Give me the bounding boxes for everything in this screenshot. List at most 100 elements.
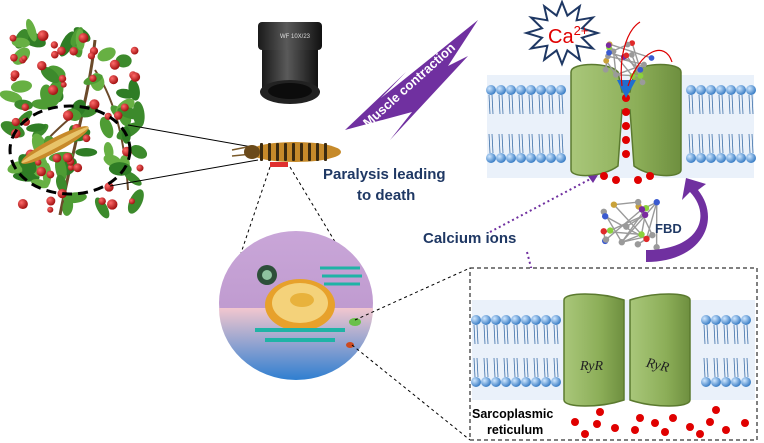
- lipid-tail: [506, 357, 509, 378]
- atom: [606, 49, 612, 56]
- lipid-head: [686, 153, 696, 163]
- calcium-ion: [622, 108, 630, 116]
- lipid-head: [536, 85, 546, 95]
- lipid-head: [481, 377, 491, 387]
- eyepiece-label: WF 10X/23: [280, 34, 311, 40]
- calcium-ion: [622, 136, 630, 144]
- lipid-head: [496, 85, 506, 95]
- lipid-head: [501, 377, 511, 387]
- lipid-tail: [728, 94, 731, 115]
- larva-icon: [231, 142, 341, 167]
- lipid-head: [746, 153, 756, 163]
- berry: [47, 84, 59, 96]
- lipid-tail: [538, 94, 541, 115]
- ryr-channel-closed-left: [563, 293, 625, 407]
- lipid-head: [711, 315, 721, 325]
- fbd-molecule-icon: [600, 198, 660, 251]
- lipid-tail: [561, 133, 564, 154]
- zoom-line-top: [127, 124, 259, 149]
- lipid-head: [511, 377, 521, 387]
- lower-membrane-panel: RyR RyR: [469, 267, 758, 441]
- lipid-tail: [748, 94, 751, 115]
- berry: [21, 103, 30, 111]
- calcium-ion: [600, 172, 608, 180]
- lipid-tail: [493, 324, 496, 345]
- calcium-ion: [581, 430, 589, 438]
- atom: [607, 227, 614, 234]
- bond: [621, 201, 658, 243]
- lipid-tail: [698, 94, 701, 115]
- lipid-tail: [503, 324, 506, 345]
- lipid-head: [471, 377, 481, 387]
- berry: [37, 30, 49, 42]
- lipid-tail: [751, 133, 754, 154]
- lipid-head: [741, 377, 751, 387]
- lipid-tail: [493, 357, 496, 378]
- lipid-tail: [488, 133, 491, 154]
- lipid-tail: [476, 357, 479, 378]
- berry: [57, 46, 66, 56]
- leaf: [127, 189, 144, 214]
- berry: [62, 152, 73, 163]
- berry: [36, 166, 46, 177]
- lipid-tail: [553, 324, 556, 345]
- lipid-tail: [473, 357, 476, 378]
- lipid-tail: [498, 133, 501, 154]
- lipid-head: [531, 315, 541, 325]
- lipid-tail: [723, 324, 726, 345]
- atom: [623, 223, 630, 230]
- lipid-tail: [543, 357, 546, 378]
- berry: [58, 74, 67, 83]
- lipid-tail: [703, 357, 706, 378]
- lipid-tail: [728, 133, 731, 154]
- lipid-tail: [721, 133, 724, 154]
- atom: [641, 211, 649, 219]
- atom: [634, 198, 642, 206]
- berry: [73, 163, 83, 173]
- lipid-tail: [511, 94, 514, 115]
- lipid-tail: [688, 94, 691, 115]
- lipid-tail: [716, 357, 719, 378]
- atom: [634, 241, 642, 248]
- bond: [613, 204, 643, 235]
- lipid-head: [716, 85, 726, 95]
- calcium-ion: [741, 419, 749, 427]
- berry: [113, 111, 123, 120]
- berry: [46, 196, 56, 206]
- lipid-head: [551, 315, 561, 325]
- leaf: [10, 80, 33, 93]
- lipid-head: [486, 85, 496, 95]
- atom: [638, 231, 645, 238]
- lipid-head: [546, 153, 556, 163]
- lipid-tail: [741, 133, 744, 154]
- atom: [610, 48, 617, 55]
- lipid-tail: [558, 133, 561, 154]
- ryr-channel-closed-right: [629, 293, 691, 407]
- calcium-ion: [612, 176, 620, 184]
- calcium-ion: [722, 426, 730, 434]
- lipid-tail: [748, 133, 751, 154]
- lipid-head: [526, 153, 536, 163]
- berry: [106, 199, 118, 210]
- berry: [87, 52, 96, 60]
- lipid-tail: [746, 357, 749, 378]
- leaf: [40, 66, 60, 84]
- berry: [10, 53, 18, 62]
- lipid-tail: [531, 133, 534, 154]
- lipid-tail: [553, 357, 556, 378]
- leaf: [94, 197, 110, 219]
- berry: [69, 46, 78, 56]
- lipid-head: [731, 315, 741, 325]
- lipid-tail: [491, 133, 494, 154]
- lipid-tail: [473, 324, 476, 345]
- larva-band: [308, 143, 311, 161]
- lipid-tail: [496, 324, 499, 345]
- calcium-ion: [622, 122, 630, 130]
- lipid-tail: [546, 324, 549, 345]
- zoom-dash-left: [237, 166, 271, 263]
- lipid-head: [706, 85, 716, 95]
- cell-illustration: [219, 231, 373, 380]
- lipid-head: [711, 377, 721, 387]
- lipid-head: [731, 377, 741, 387]
- berry: [50, 50, 59, 59]
